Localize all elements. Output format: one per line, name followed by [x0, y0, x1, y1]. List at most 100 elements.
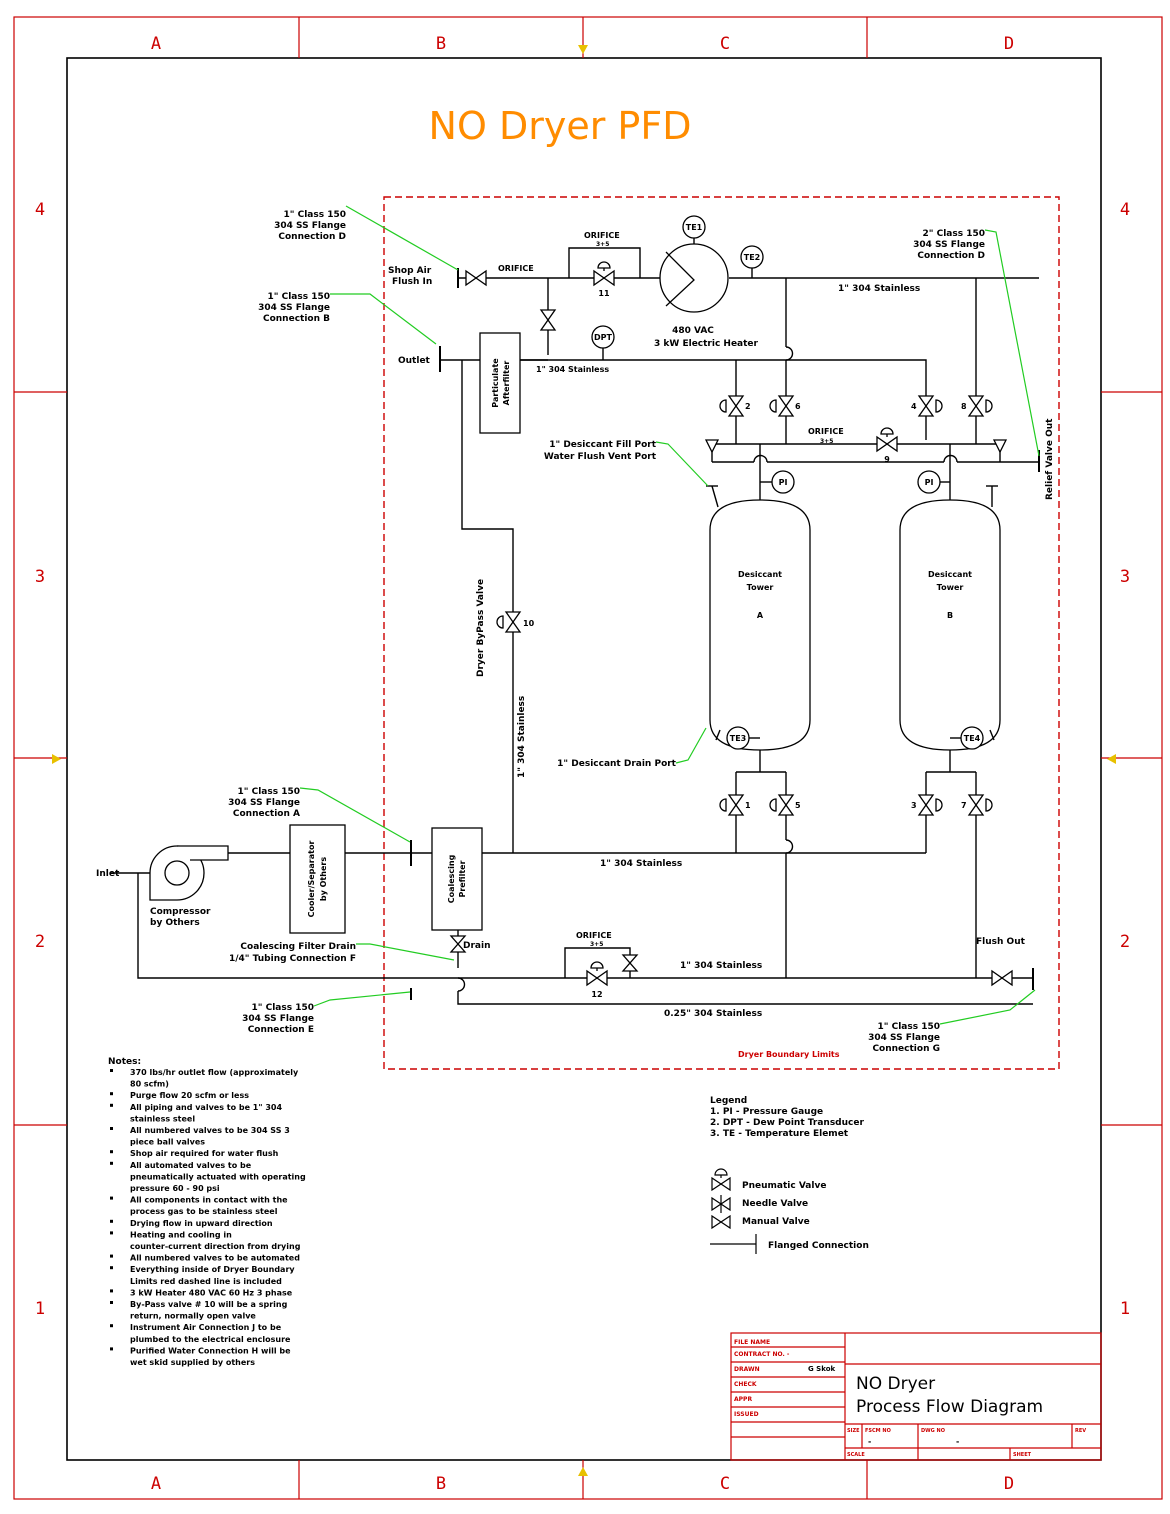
note-bullet [110, 1069, 113, 1072]
note-line: All numbered valves to be 304 SS 3 [130, 1126, 290, 1135]
note-line: Limits red dashed line is included [130, 1277, 282, 1286]
electric-heater-icon [659, 238, 729, 313]
pipe-label-bottom2: 1" 304 Stainless [680, 961, 762, 971]
drawing-title: NO Dryer PFD [429, 104, 692, 148]
note-bullet [110, 1254, 113, 1258]
legend-item-1: 1. PI - Pressure Gauge [710, 1107, 823, 1117]
note-line: Drying flow in upward direction [130, 1219, 273, 1228]
tb-check: CHECK [734, 1381, 757, 1388]
zone-row-3-left: 3 [35, 567, 45, 587]
te3-label: TE3 [730, 734, 747, 743]
valve-number-9: 9 [884, 455, 890, 464]
valve-number-6: 6 [795, 402, 801, 411]
zone-col-b-bottom: B [436, 1474, 446, 1494]
conn-b-3: Connection B [263, 314, 330, 324]
zone-col-c-top: C [720, 34, 730, 54]
note-bullet [110, 1347, 113, 1351]
valve-number-10: 10 [523, 619, 535, 628]
note-line: wet skid supplied by others [130, 1358, 255, 1367]
tower-b-label: Desiccant [928, 570, 972, 579]
tower-b-label-3: B [947, 611, 953, 620]
drain-port: 1" Desiccant Drain Port [557, 759, 677, 769]
flanged-connections [410, 268, 1040, 1000]
conn-d-right-3: Connection D [917, 251, 985, 261]
note-line: pneumatically actuated with operating [130, 1172, 306, 1181]
conn-a-1: 1" Class 150 [238, 787, 300, 797]
note-bullet [110, 1092, 113, 1096]
conn-a-2: 304 SS Flange [228, 798, 300, 808]
note-line: Instrument Air Connection J to be [130, 1323, 282, 1332]
tower-b-label-2: Tower [937, 583, 964, 592]
compressor-label: Compressor [150, 907, 211, 917]
orifice-sub-3: 3+5 [820, 438, 833, 445]
title-block [730, 1332, 1102, 1461]
tb-drawn: DRAWN [734, 1366, 760, 1373]
note-line: By-Pass valve # 10 will be a spring [130, 1300, 288, 1309]
fill-port-2: Water Flush Vent Port [544, 452, 657, 462]
conn-e-1: 1" Class 150 [252, 1003, 314, 1013]
note-line: stainless steel [130, 1114, 195, 1123]
legend-symbols [710, 1168, 757, 1254]
legend-pneumatic: Pneumatic Valve [742, 1181, 826, 1191]
leader-fill-port [655, 441, 709, 487]
leader-conn-b [330, 293, 437, 345]
te4-label: TE4 [964, 734, 981, 743]
leader-coal-drain [356, 943, 455, 961]
shop-air-label: Shop Air [388, 266, 432, 276]
pipe-label-vertical: 1" 304 Stainless [517, 696, 527, 778]
zone-row-4-left: 4 [35, 200, 45, 220]
tb-fscm: FSCM NO [865, 1428, 891, 1434]
inner-frame [66, 57, 1102, 1461]
desiccant-tower-a [709, 499, 811, 751]
shop-air-label-2: Flush In [392, 277, 432, 287]
fill-port-1: 1" Desiccant Fill Port [549, 440, 656, 450]
flush-out-label: Flush Out [976, 937, 1026, 947]
afterfilter-label-2: Afterfilter [502, 361, 511, 406]
tower-a-label-2: Tower [747, 583, 774, 592]
afterfilter-label: Particulate [491, 358, 500, 408]
tb-rev: REV [1075, 1428, 1086, 1434]
leader-conn-g [939, 989, 1036, 1025]
coalescing-label: Coalescing [447, 854, 456, 903]
zone-row-1-right: 1 [1120, 1299, 1130, 1319]
orifice-label-1: ORIFICE [498, 264, 534, 273]
boundary-label: Dryer Boundary Limits [738, 1050, 840, 1059]
zone-col-b-top: B [436, 34, 446, 54]
cooler-label: Cooler/Separator [307, 841, 316, 918]
conn-d-left-3: Connection D [278, 232, 346, 242]
note-line: All components in contact with the [130, 1196, 288, 1205]
coal-drain-1: Coalescing Filter Drain [240, 942, 356, 952]
note-bullet [110, 1150, 113, 1154]
note-bullet [110, 1231, 113, 1235]
note-line: piece ball valves [130, 1138, 205, 1147]
leader-conn-d-right [984, 229, 1040, 457]
te2-label: TE2 [744, 253, 761, 262]
conn-g-1: 1" Class 150 [878, 1022, 940, 1032]
tb-drawn-by: G Skok [808, 1365, 836, 1373]
note-bullet [110, 1266, 113, 1270]
pipe-label-mid: 1" 304 Stainless [536, 365, 609, 374]
leader-conn-a [299, 787, 411, 843]
tb-fscm-val: - [868, 1437, 871, 1446]
cooler-label-2: by Others [319, 857, 328, 901]
coalescing-prefilter [431, 827, 483, 931]
note-line: plumbed to the electrical enclosure [130, 1335, 291, 1344]
valve-number-12: 12 [591, 990, 602, 999]
tb-sheet: SHEET [1013, 1452, 1032, 1458]
zone-row-4-right: 4 [1120, 200, 1130, 220]
notes-block: Notes:370 lbs/hr outlet flow (approximat… [108, 1057, 306, 1367]
orifice-label-3: ORIFICE [808, 427, 844, 436]
zone-col-c-bottom: C [720, 1474, 730, 1494]
relief-label: Relief Valve Out [1045, 418, 1055, 500]
orifice-label-4: ORIFICE [576, 931, 612, 940]
zone-row-3-right: 3 [1120, 567, 1130, 587]
particulate-afterfilter [479, 332, 521, 434]
coalescing-label-2: Prefilter [458, 860, 467, 897]
tb-dwg: DWG NO [921, 1428, 945, 1434]
orifice-sub-4: 3+5 [590, 941, 603, 948]
instruments [591, 215, 984, 750]
note-bullet [110, 1196, 113, 1200]
dryer-boundary-limits [383, 196, 1060, 1070]
valve-number-8: 8 [961, 402, 967, 411]
